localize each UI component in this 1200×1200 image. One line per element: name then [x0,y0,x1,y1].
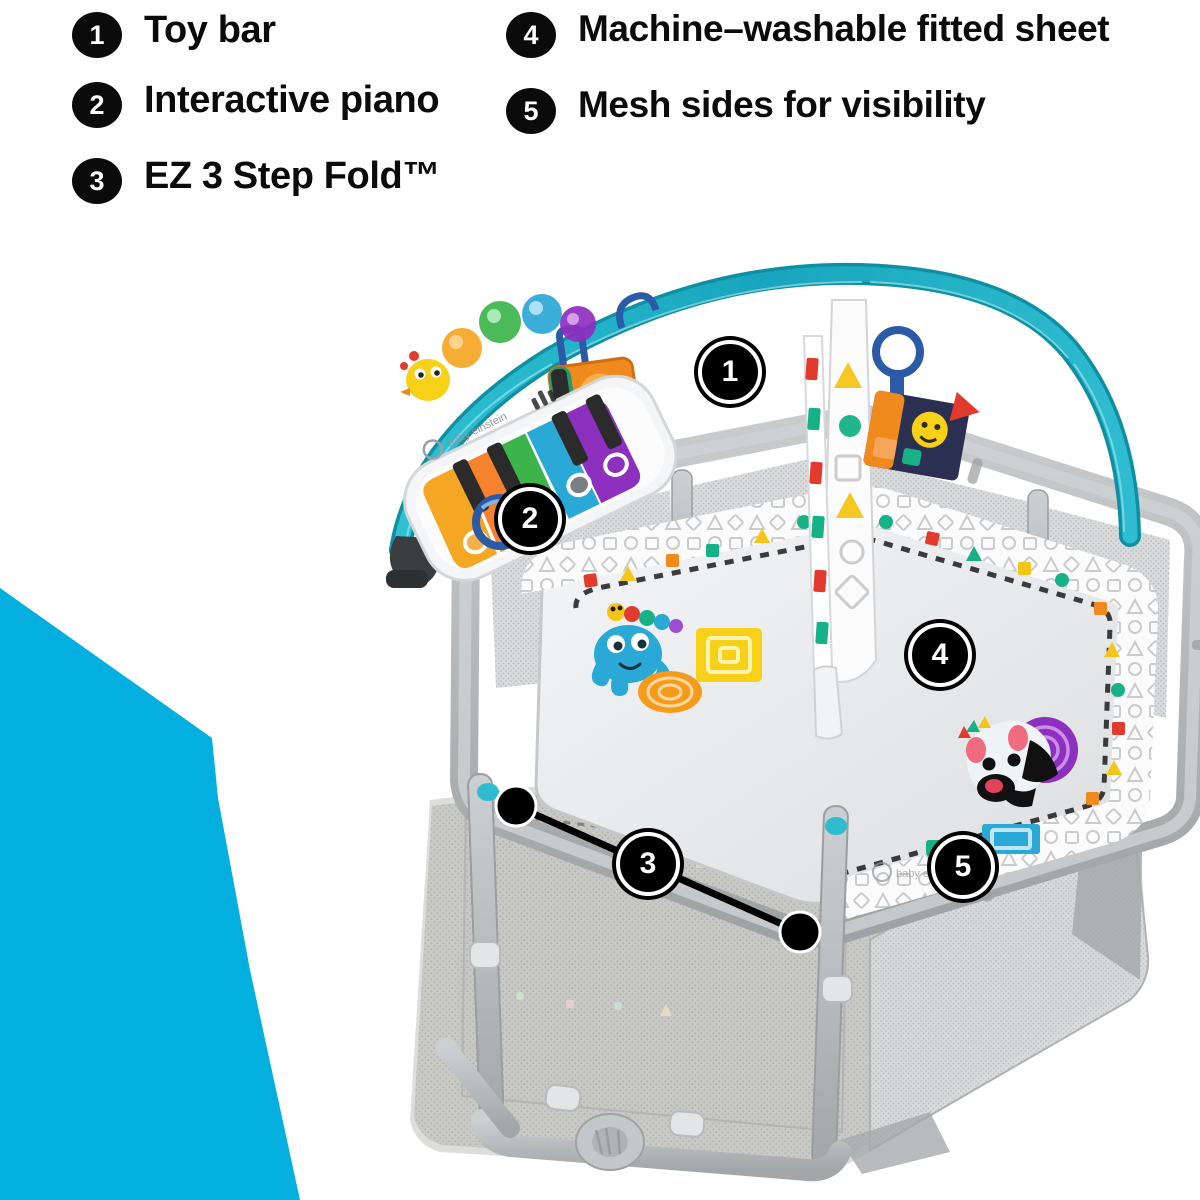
legend-label-3: EZ 3 Step Fold™ [144,155,440,197]
legend-label-2: Interactive piano [144,79,440,121]
callout-badge-1[interactable]: 1 [698,340,762,404]
legend-item-2: 2 Interactive piano [72,78,492,128]
callout-badge-4[interactable]: 4 [908,623,972,687]
legend-item-4: 4 Machine–washable fitted sheet [506,8,1200,58]
legend-badge-1: 1 [72,12,122,58]
legend-label-4: Machine–washable fitted sheet [578,8,1110,49]
product-photo-bassinet: baby einstein [370,240,1200,1197]
legend-column-right: 4 Machine–washable fitted sheet 5 Mesh s… [506,8,1200,154]
legend-column-left: 1 Toy bar 2 Interactive piano 3 EZ 3 Ste… [72,8,492,224]
feature-legend: 1 Toy bar 2 Interactive piano 3 EZ 3 Ste… [0,0,1200,400]
legend-badge-3: 3 [72,158,122,204]
callout-badge-3[interactable]: 3 [616,832,680,896]
blue-corner-accent-shape [0,588,300,1200]
legend-label-5: Mesh sides for visibility [578,84,986,125]
callout-badge-2[interactable]: 2 [498,487,562,551]
legend-item-5: 5 Mesh sides for visibility [506,84,1200,134]
legend-label-1: Toy bar [144,9,276,51]
legend-badge-5: 5 [506,88,556,134]
legend-badge-4: 4 [506,12,556,58]
callout-badge-5[interactable]: 5 [931,835,995,899]
legend-item-1: 1 Toy bar [72,8,492,58]
legend-badge-2: 2 [72,82,122,128]
legend-item-3: 3 EZ 3 Step Fold™ [72,154,492,204]
